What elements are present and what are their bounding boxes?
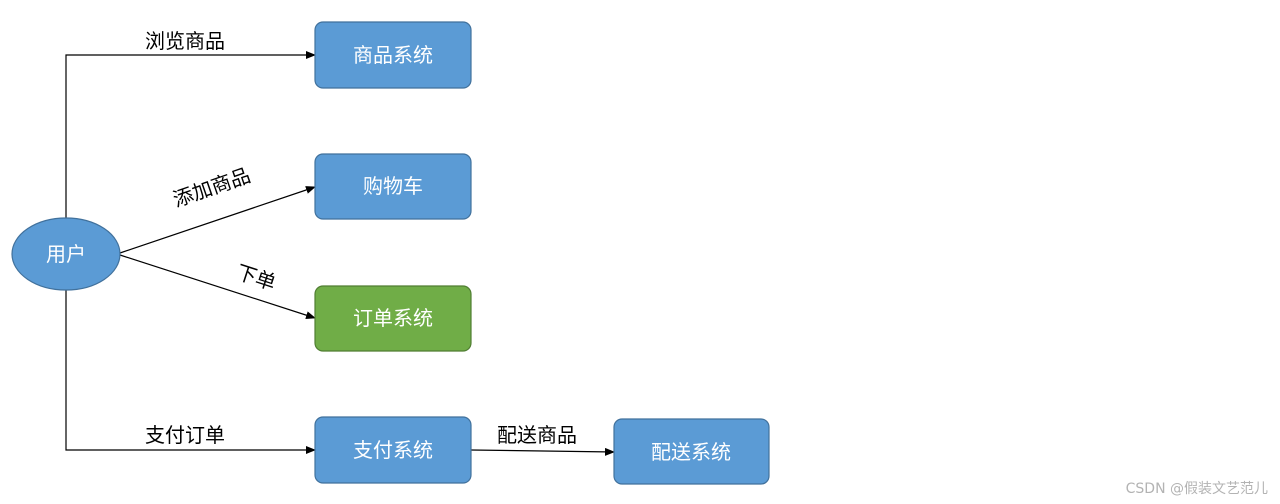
node-delivery-system: 配送系统: [613, 418, 770, 485]
edge-pay-order-line: [65, 289, 316, 454]
node-product-system: 商品系统: [314, 21, 472, 89]
edge-browse-line: [65, 51, 316, 220]
node-order-system-label: 订单系统: [353, 306, 433, 330]
edge-label-add-product: 添加商品: [170, 163, 253, 212]
node-cart-label: 购物车: [363, 174, 423, 198]
edge-add-product-line: [119, 186, 316, 254]
edge-place-order-line: [119, 254, 316, 320]
edge-deliver-goods-line: [470, 447, 615, 456]
edge-label-place-order: 下单: [233, 260, 278, 295]
edge-label-pay-order: 支付订单: [145, 423, 225, 447]
node-product-system-label: 商品系统: [353, 43, 433, 67]
watermark-text: CSDN @假装文艺范儿: [1125, 481, 1268, 497]
node-user: 用户: [11, 217, 121, 291]
node-cart: 购物车: [314, 153, 472, 220]
node-user-label: 用户: [46, 242, 86, 266]
node-payment-system-label: 支付系统: [353, 438, 433, 462]
node-order-system: 订单系统: [314, 285, 472, 352]
edge-label-browse: 浏览商品: [145, 29, 225, 53]
edge-label-deliver-goods: 配送商品: [497, 423, 577, 447]
node-payment-system: 支付系统: [314, 416, 472, 484]
node-delivery-system-label: 配送系统: [651, 440, 731, 464]
